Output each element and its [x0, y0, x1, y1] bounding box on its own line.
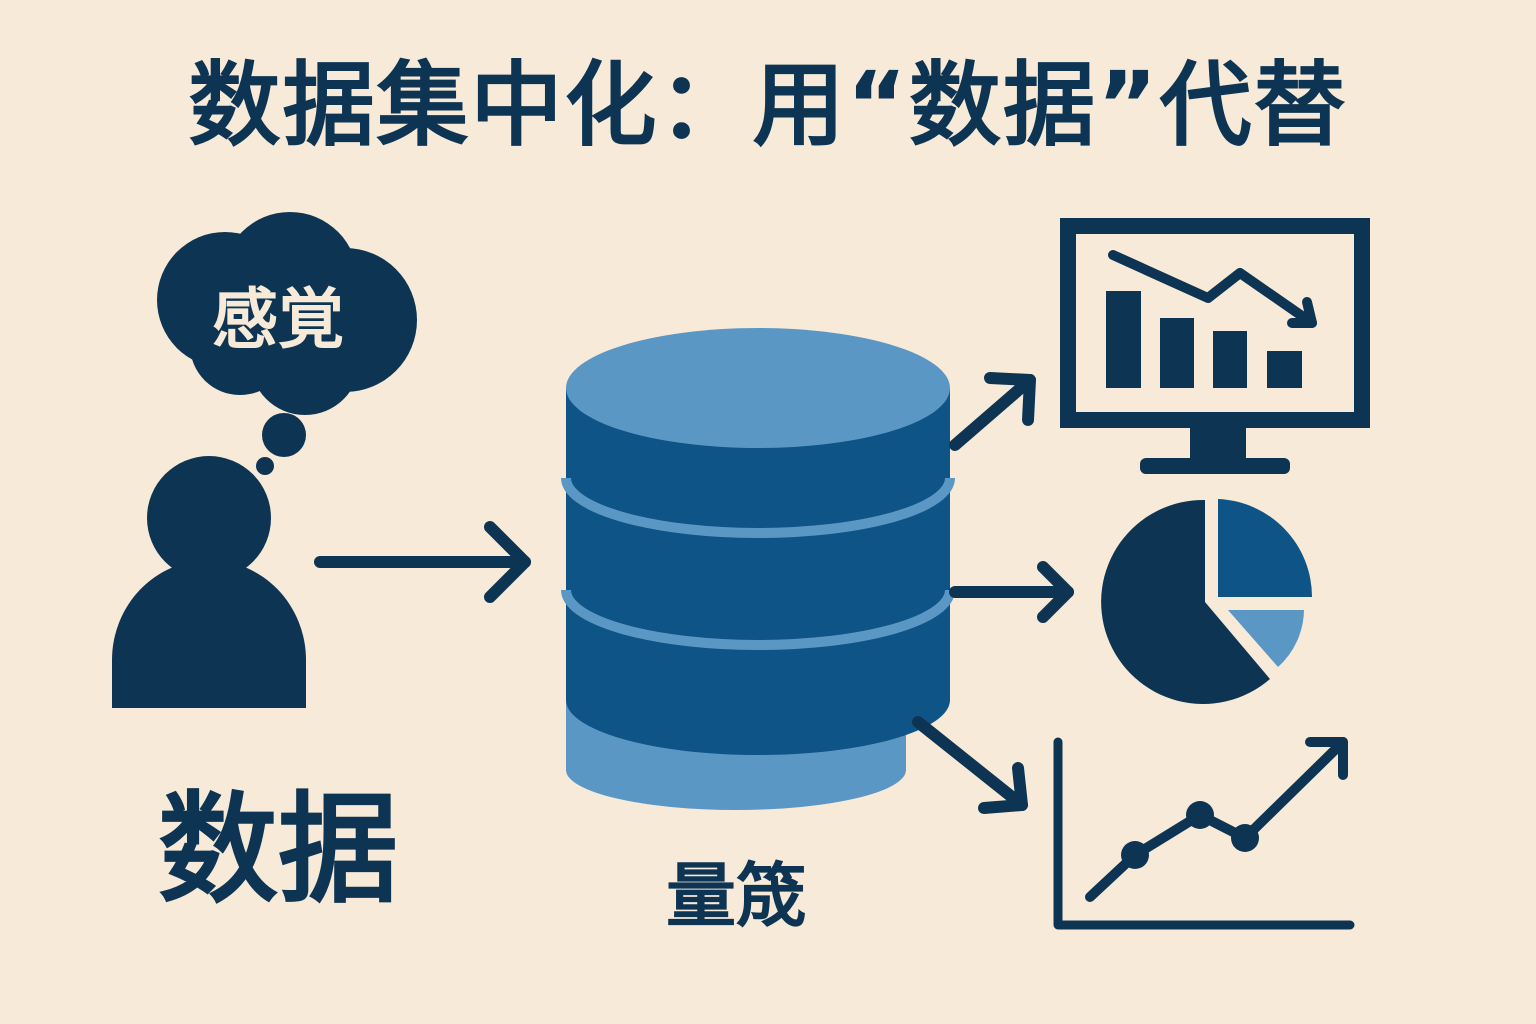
arrow-icon	[314, 521, 531, 603]
center-label: 量筬	[666, 855, 806, 937]
monitor-bar-chart-icon	[1060, 218, 1370, 474]
arrow-icon	[912, 372, 1074, 814]
database-icon	[561, 328, 955, 810]
person-icon	[112, 456, 306, 708]
thought-bubble-text: 感覚	[212, 281, 344, 358]
left-label: 数据	[158, 781, 398, 920]
page-title: 数据集中化：用“数据”代替	[188, 52, 1348, 159]
line-chart-icon	[1053, 737, 1355, 930]
thought-cloud-icon	[157, 212, 417, 475]
pie-chart-icon	[1101, 499, 1312, 704]
